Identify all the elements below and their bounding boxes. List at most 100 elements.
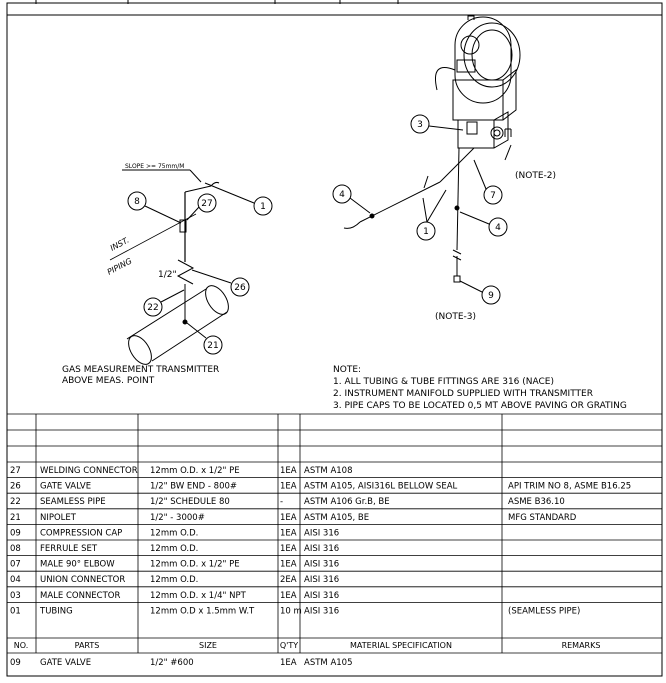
- table-cell: AISI 316: [304, 528, 339, 538]
- note-3-callout: (NOTE-3): [435, 312, 476, 322]
- balloon-text: 9: [488, 291, 494, 301]
- balloon-22: [143, 297, 163, 317]
- balloon-8: [127, 191, 147, 211]
- balloon-7: [483, 185, 503, 205]
- note-item: 3. PIPE CAPS TO BE LOCATED 0,5 MT ABOVE …: [333, 401, 627, 411]
- balloon-text: 22: [147, 303, 158, 313]
- parts-table-text: 27 WELDING CONNECTOR 12mm O.D. x 1/2" PE 1E…: [10, 466, 631, 668]
- table-header-cell: MATERIAL SPECIFICATION: [350, 641, 452, 650]
- table-cell: 04: [10, 575, 21, 585]
- piping-label: PIPING: [106, 256, 134, 276]
- table-cell: MALE CONNECTOR: [40, 591, 120, 601]
- table-cell: 09: [10, 528, 21, 538]
- footer-cell: 09: [10, 658, 21, 668]
- table-cell: AISI 316: [304, 575, 339, 585]
- table-cell: ASTM A108: [304, 466, 352, 476]
- ferrule-block: [179, 219, 187, 233]
- table-cell: UNION CONNECTOR: [40, 575, 125, 585]
- table-cell: API TRIM NO 8, ASME B16.25: [508, 482, 631, 492]
- caption-line: ABOVE MEAS. POINT: [62, 376, 155, 386]
- right-detail-labels: 3 4 7 1 4 9 (NOTE-2) (NOTE-3): [339, 120, 556, 322]
- table-cell: 10 m: [280, 606, 302, 616]
- left-detail-labels: SLOPE >= 75mm/M INST. PIPING 1/2" 8 27 1…: [62, 163, 266, 386]
- table-cell: -: [280, 497, 283, 507]
- balloon-4b: [488, 217, 508, 237]
- balloon-text: 8: [134, 197, 140, 207]
- notes-block: NOTE: 1. ALL TUBING & TUBE FITTINGS ARE …: [333, 365, 627, 411]
- table-cell: 12mm O.D.: [150, 528, 198, 538]
- balloon-text: 26: [234, 283, 246, 293]
- inst-label: INST.: [109, 235, 131, 252]
- half-inch-label: 1/2": [158, 270, 177, 280]
- table-cell: ASTM A105, AISI316L BELLOW SEAL: [304, 482, 458, 492]
- table-cell: 1EA: [280, 560, 297, 570]
- table-cell: 1EA: [280, 591, 297, 601]
- table-cell: 12mm O.D.: [150, 544, 198, 554]
- table-cell: AISI 316: [304, 560, 339, 570]
- balloon-text: 1: [423, 227, 429, 237]
- left-detail: [109, 169, 273, 365]
- table-cell: 08: [10, 544, 21, 554]
- table-cell: 2EA: [280, 575, 297, 585]
- table-cell: FERRULE SET: [40, 544, 98, 554]
- balloon-text: 7: [490, 191, 496, 201]
- table-cell: 1EA: [280, 544, 297, 554]
- manifold: [457, 111, 509, 149]
- table-cell: SEAMLESS PIPE: [40, 497, 106, 507]
- note-item: 1. ALL TUBING & TUBE FITTINGS ARE 316 (N…: [333, 377, 554, 387]
- balloon-3: [410, 114, 430, 134]
- table-cell: 03: [10, 591, 21, 601]
- inst-piping-split: [109, 213, 197, 261]
- table-cell: GATE VALVE: [40, 482, 91, 492]
- table-cell: 1/2" - 3000#: [150, 513, 205, 523]
- parts-table: [7, 413, 662, 654]
- table-cell: 27: [10, 466, 21, 476]
- caption-line: GAS MEASUREMENT TRANSMITTER: [62, 365, 219, 375]
- balloon-text: 4: [495, 223, 501, 233]
- footer-cell: GATE VALVE: [40, 658, 91, 668]
- slope-leader: [189, 169, 202, 183]
- table-cell: 12mm O.D. x 1/2" PE: [150, 466, 240, 476]
- table-cell: 12mm O.D. x 1/4" NPT: [150, 591, 247, 601]
- table-cell: 1EA: [280, 466, 297, 476]
- balloon-9: [481, 285, 501, 305]
- table-cell: MALE 90° ELBOW: [40, 560, 115, 570]
- table-cell: ASTM A105, BE: [304, 513, 369, 523]
- notes-title: NOTE:: [333, 365, 361, 375]
- table-cell: 01: [10, 606, 21, 616]
- slope-note: SLOPE >= 75mm/M: [125, 163, 184, 170]
- footer-cell: 1EA: [280, 658, 297, 668]
- top-strip-ticks: [35, 0, 399, 4]
- table-cell: COMPRESSION CAP: [40, 528, 122, 538]
- table-header-cell: PARTS: [75, 641, 100, 650]
- table-header-cell: NO.: [14, 641, 29, 650]
- table-cell: 12mm O.D.: [150, 575, 198, 585]
- table-cell: 07: [10, 560, 21, 570]
- table-cell: 1EA: [280, 513, 297, 523]
- balloon-text: 27: [201, 199, 212, 209]
- balloon-text: 3: [417, 120, 423, 130]
- table-cell: TUBING: [39, 606, 73, 616]
- table-cell: 21: [10, 513, 21, 523]
- gate-valve-symbol: [176, 259, 195, 285]
- table-header-cell: REMARKS: [562, 641, 601, 650]
- table-cell: AISI 316: [304, 591, 339, 601]
- table-cell: AISI 316: [304, 544, 339, 554]
- table-cell: 22: [10, 497, 21, 507]
- balloon-4: [332, 184, 352, 204]
- footer-cell: ASTM A105: [304, 658, 352, 668]
- table-cell: 1/2" SCHEDULE 80: [150, 497, 230, 507]
- transmitter-housing: [435, 15, 521, 104]
- table-cell: NIPOLET: [40, 513, 77, 523]
- table-cell: WELDING CONNECTOR: [40, 466, 138, 476]
- balloon-21: [203, 335, 223, 355]
- table-cell: ASME B36.10: [508, 497, 565, 507]
- balloon-text: 21: [207, 341, 218, 351]
- table-cell: (SEAMLESS PIPE): [508, 606, 580, 616]
- table-header-cell: SIZE: [199, 641, 217, 650]
- table-cell: 1EA: [280, 482, 297, 492]
- table-cell: 1EA: [280, 528, 297, 538]
- table-cell: MFG STANDARD: [508, 513, 577, 523]
- table-cell: AISI 316: [304, 606, 339, 616]
